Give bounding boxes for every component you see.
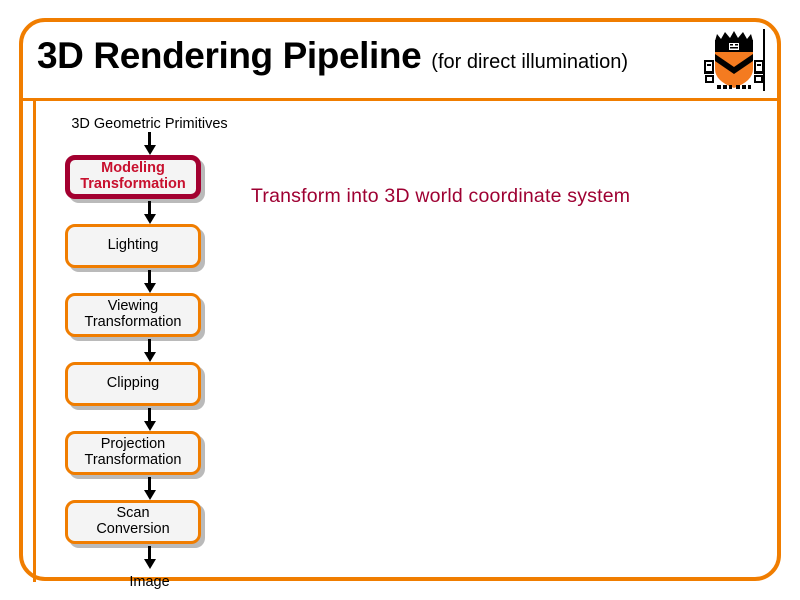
stage-projection-transformation[interactable]: Projection Transformation [52,430,247,477]
stage-box[interactable]: Scan Conversion [65,499,201,544]
arrow-shaft [148,131,151,147]
content-left-rule [33,101,36,582]
arrow-head [143,489,156,500]
page-title: 3D Rendering Pipeline [37,35,422,76]
arrow-shaft [148,338,151,354]
slide-frame: 3D Rendering Pipeline (for direct illumi… [19,18,781,589]
stage-viewing-transformation[interactable]: Viewing Transformation [52,292,247,339]
arrow-shaft [148,407,151,423]
arrow-shaft [148,545,151,561]
arrow-head [143,420,156,431]
stage-label: Clipping [106,374,160,391]
stage-label: Lighting [107,236,159,253]
title-row: 3D Rendering Pipeline (for direct illumi… [37,37,628,74]
arrow-shaft [148,269,151,285]
stage-lighting[interactable]: Lighting [52,223,247,270]
arrow-head [143,282,156,293]
stage-label: Projection Transformation [84,436,182,468]
arrow-head [143,144,156,155]
pipeline-output-label: Image [129,573,170,590]
stage-scan-conversion[interactable]: Scan Conversion [52,499,247,546]
slide-header: 3D Rendering Pipeline (for direct illumi… [23,22,777,102]
stage-box[interactable]: Viewing Transformation [65,292,201,337]
stage-label: Viewing Transformation [84,298,182,330]
arrow-shaft [148,200,151,216]
arrow-head [143,351,156,362]
stage-clipping[interactable]: Clipping [52,361,247,408]
header-divider [23,98,777,101]
pipeline-diagram: 3D Geometric Primitives Modeling Transfo… [52,101,252,589]
arrow-down-icon [52,476,247,500]
slide-body: 3D Geometric Primitives Modeling Transfo… [23,101,777,589]
princeton-shield-logo [703,27,769,95]
arrow-shaft [148,476,151,492]
arrow-down-icon [52,338,247,362]
stage-box[interactable]: Modeling Transformation [65,154,201,199]
pipeline-input-label: 3D Geometric Primitives [71,116,228,132]
arrow-down-icon [52,200,247,224]
arrow-down-icon [52,545,247,569]
stage-box[interactable]: Lighting [65,223,201,268]
arrow-down-icon [52,269,247,293]
page-subtitle: (for direct illumination) [431,51,629,73]
stage-annotation: Transform into 3D world coordinate syste… [251,185,631,207]
stage-modeling-transformation[interactable]: Modeling Transformation [52,154,247,201]
stage-label: Modeling Transformation [80,160,186,192]
stage-box[interactable]: Clipping [65,361,201,406]
stage-box[interactable]: Projection Transformation [65,430,201,475]
arrow-head [143,213,156,224]
arrow-down-icon [52,407,247,431]
arrow-down-icon [52,131,247,155]
arrow-head [143,558,156,569]
stage-label: Scan Conversion [96,505,170,537]
